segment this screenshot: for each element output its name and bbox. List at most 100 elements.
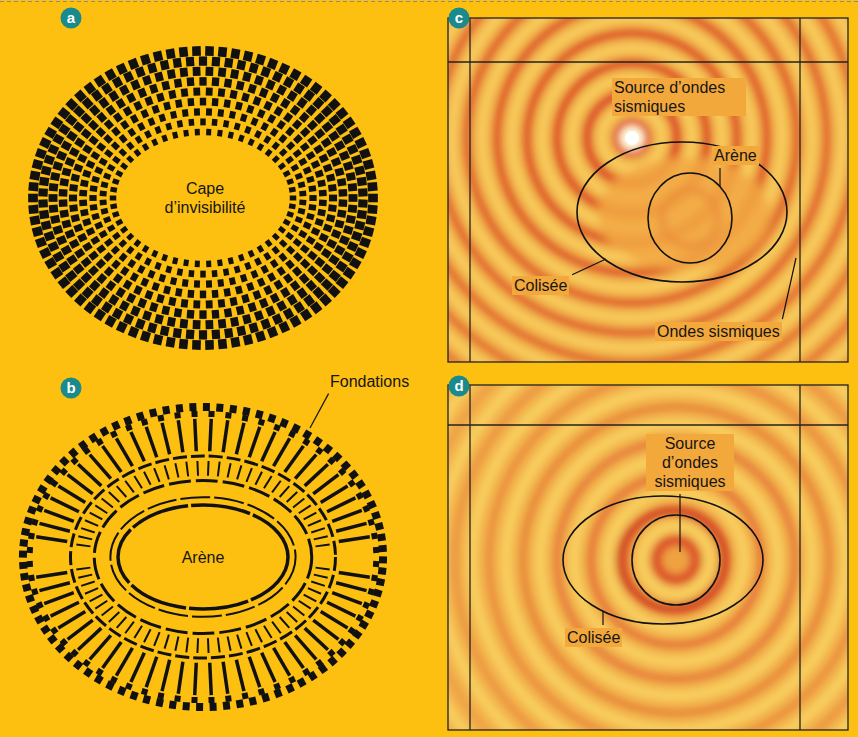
pillar [70,457,78,465]
cloak-block [224,58,233,68]
cloak-block [205,67,213,76]
cloak-block [290,105,301,116]
radial-wall [249,657,260,687]
cloak-block [206,300,213,308]
pillar [362,505,370,513]
cloak-block [218,67,227,77]
cloak-block [267,58,279,70]
cloak-block [82,218,91,226]
colosseum-plan [19,403,387,711]
cloak-block [349,257,362,269]
cloak-block [104,149,113,158]
cloak-block [240,274,248,283]
cloak-block [200,118,205,125]
outer-pillar [374,522,383,531]
cloak-block [94,221,103,229]
cloak-block [175,288,183,297]
cloak-block [326,239,337,249]
cloak-block [82,144,92,154]
outer-pillar [348,470,359,480]
cloak-block [100,199,107,205]
cloak-block [39,177,49,186]
cloak-block [86,160,96,169]
inner-wall [76,568,90,570]
wave-field [448,18,848,362]
cloak-block [223,288,231,297]
cloak-block [218,47,228,58]
pillar [174,412,181,419]
cloak-rings [28,46,378,350]
cloak-block [100,191,107,197]
cloak-block [289,187,296,193]
pillar [27,561,33,567]
cloak-block [250,117,258,126]
cloak-block [223,99,231,108]
wave-front [489,385,848,730]
inner-wall [76,544,90,546]
cloak-block [270,293,280,304]
illustration-part [799,18,800,362]
cloak-block [307,265,318,276]
cloak-block [111,127,121,137]
cloak-block [28,182,38,191]
inner-wall [264,476,272,488]
pillar [28,575,35,582]
cloak-block [229,277,236,285]
cloak-block [354,166,365,176]
cloak-block [193,87,200,95]
cloak-block [61,140,72,151]
radial-wall [51,498,79,512]
cloak-block [286,246,295,255]
inner-wall [304,513,317,520]
outer-pillar [182,702,190,711]
illustration-part [469,18,470,362]
cloak-block [74,248,85,259]
cloak-block [250,270,258,279]
cloak-block [39,210,49,219]
arena-outline [632,515,720,605]
inner-wall [117,617,127,628]
wave-front [448,385,848,730]
pillar [174,695,181,702]
inner-wall [144,629,151,642]
cloak-block [126,92,136,103]
cloak-block [228,131,234,138]
outer-pillar [51,465,62,476]
cloak-block [195,129,200,136]
radial-wall [274,438,290,466]
inner-wall [175,463,178,477]
radial-wall [68,475,93,494]
cloak-block [206,87,213,95]
cloak-block [307,120,318,131]
cloak-block [255,54,266,66]
radial-wall [39,583,69,591]
cloak-block [61,167,71,176]
wave-front [448,18,848,362]
inner-wall [85,588,98,594]
cloak-block [128,326,140,338]
inner-wall [196,461,199,476]
inner-wall [299,505,311,513]
cloak-block [115,219,123,226]
wave-front [448,385,848,730]
cloak-block [144,96,153,106]
colosseum-label: Colisée [565,628,622,647]
cloak-block [238,254,245,262]
colosseum-outline [577,142,787,282]
cloak-block [259,298,269,309]
cloak-block [241,93,250,103]
cloak-block [186,329,195,339]
cloak-block [35,237,47,248]
cloak-block [133,239,141,247]
cloak-block [271,246,280,255]
waves-label: Ondes sismiques [655,322,782,341]
source-label: Source d’ondes sismiques [612,78,746,116]
inner-wall [207,461,210,476]
outer-pillar [155,698,163,707]
cloak-block [343,225,354,235]
cloak-block [257,277,266,287]
pillar [96,438,104,446]
outer-pillar [216,403,224,412]
source-label: Source d’ondes sismiques [646,434,734,491]
leader-line [782,258,796,319]
